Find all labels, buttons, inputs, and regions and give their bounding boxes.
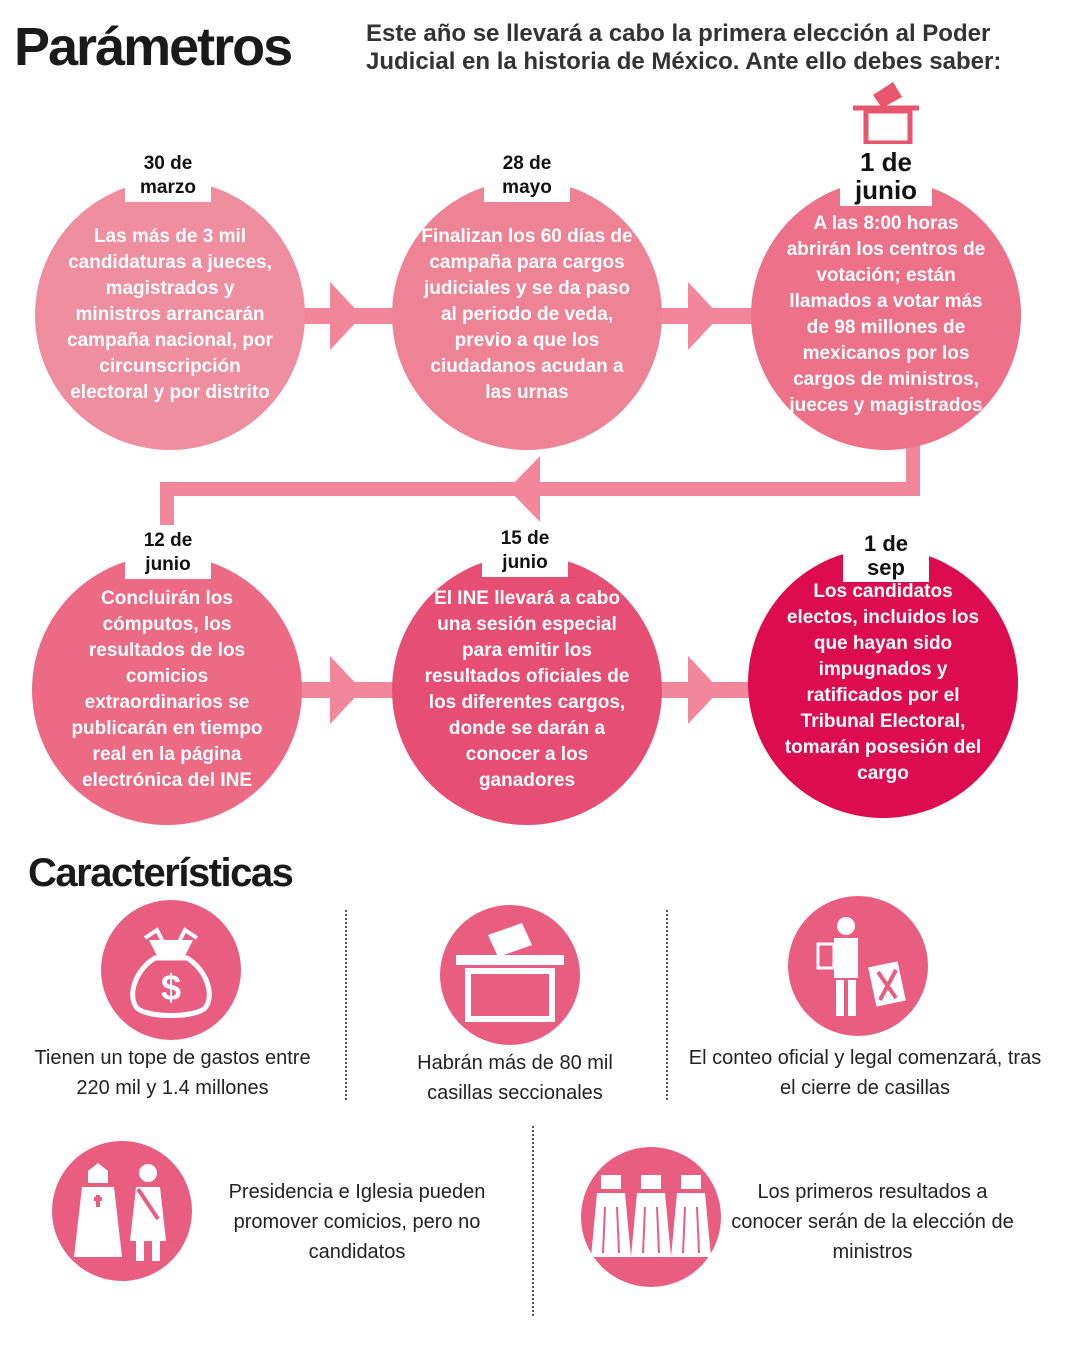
divider (345, 910, 347, 1100)
timeline-connectors (160, 82, 920, 724)
feature-text: Habrán más de 80 mil casillas seccionale… (417, 1052, 613, 1104)
timeline-step-text: Los candidatos electos, incluidos los qu… (784, 581, 982, 784)
timeline-step-1: Las más de 3 mil candidaturas a jueces, … (35, 180, 305, 450)
president-church-icon (52, 1141, 192, 1281)
features-title: Características (28, 851, 294, 895)
feature-text: Tienen un tope de gastos entre 220 mil y… (34, 1047, 311, 1099)
timeline-step-5: El INE llevará a cabo una sesión especia… (392, 555, 662, 825)
feature-text: El conteo oficial y legal comenzará, tra… (688, 1047, 1042, 1099)
timeline-step-text: Finalizan los 60 días de campaña para ca… (421, 226, 633, 403)
timeline-step-text: El INE llevará a cabo una sesión especia… (424, 588, 630, 791)
intro-text: Este año se llevará a cabo la primera el… (366, 20, 1002, 75)
svg-text:$: $ (161, 967, 181, 1008)
ballot-box-icon (853, 105, 919, 146)
timeline-step-4: Concluirán los cómputos, los resultados … (32, 555, 302, 825)
vote-counting-icon (788, 896, 928, 1036)
arrow-right-icon (688, 656, 720, 724)
divider (532, 1126, 534, 1316)
ballot-box-icon (440, 905, 580, 1045)
timeline-step-6: Los candidatos electos, incluidos los qu… (748, 548, 1018, 818)
divider (666, 910, 668, 1100)
timeline-step-text: Concluirán los cómputos, los resultados … (71, 588, 263, 791)
arrow-right-icon (330, 656, 362, 724)
feature-text: Los primeros resultados a conocer serán … (731, 1181, 1014, 1263)
money-bag-icon: $ (101, 900, 241, 1040)
arrow-left-icon (508, 456, 540, 522)
timeline-step-text: A las 8:00 horas abrirán los centros de … (786, 213, 986, 416)
page-title: Parámetros (14, 17, 293, 77)
ministers-icon (581, 1147, 721, 1287)
arrow-right-icon (330, 282, 362, 350)
feature-text: Presidencia e Iglesia pueden promover co… (228, 1181, 486, 1263)
arrow-right-icon (688, 282, 720, 350)
timeline-step-3: A las 8:00 horas abrirán los centros de … (751, 180, 1021, 450)
timeline-step-2: Finalizan los 60 días de campaña para ca… (392, 180, 662, 450)
timeline-step-text: Las más de 3 mil candidaturas a jueces, … (67, 226, 273, 403)
